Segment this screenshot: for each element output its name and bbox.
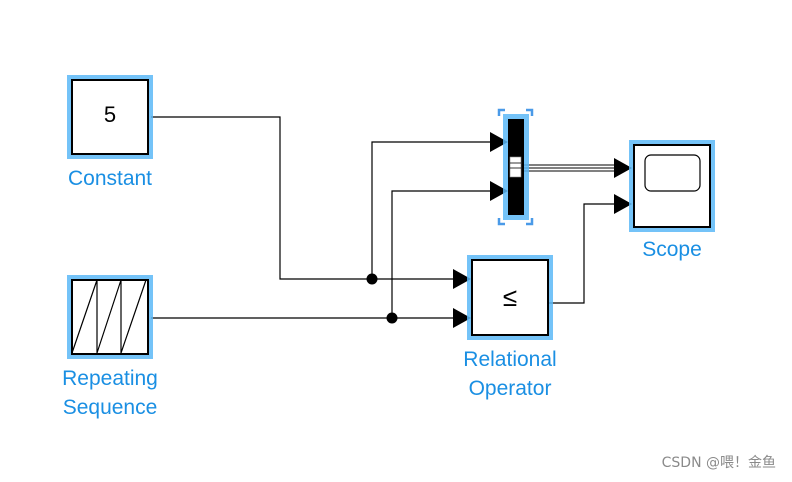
constant-value: 5 (104, 102, 116, 127)
input-port-arrow (614, 194, 632, 214)
block-body (71, 79, 149, 155)
wire-branch-to-mux-in1[interactable] (371, 141, 492, 279)
block-label-relational-operator-line1[interactable]: Relational (463, 348, 556, 371)
wires (151, 116, 632, 328)
block-label-repeating-sequence-line1[interactable]: Repeating (62, 367, 158, 390)
scope-screen-icon (644, 154, 701, 192)
wire-constant-to-relational[interactable] (151, 116, 458, 280)
branch-junction-dot (366, 273, 378, 285)
input-port-arrow (453, 308, 471, 328)
wire-mux-to-scope-bus[interactable] (524, 164, 618, 172)
wire-branch-to-mux-in2[interactable] (391, 190, 492, 318)
block-constant[interactable]: 5 Constant (67, 75, 153, 190)
input-port-arrow (490, 181, 508, 201)
sawtooth-icon (71, 279, 147, 354)
input-port-arrow (453, 269, 471, 289)
block-repeating-sequence[interactable]: Repeating Sequence (62, 275, 158, 419)
mux-bus-indicator (509, 156, 522, 178)
input-port-arrow (614, 158, 632, 178)
wire-relational-to-scope[interactable] (549, 203, 618, 304)
watermark: CSDN @喂！金鱼 (661, 455, 776, 471)
block-label-repeating-sequence-line2[interactable]: Sequence (63, 396, 158, 419)
selection-corner-brackets (497, 108, 534, 226)
block-mux[interactable] (497, 108, 534, 226)
block-body (71, 279, 149, 355)
block-label-scope[interactable]: Scope (642, 238, 702, 261)
block-body (471, 259, 549, 336)
block-scope[interactable]: Scope (629, 140, 715, 261)
less-equal-icon: ≤ (503, 282, 517, 312)
block-label-relational-operator-line2[interactable]: Operator (469, 377, 552, 400)
input-port-arrow (490, 132, 508, 152)
branch-junction-dot (386, 312, 398, 324)
block-relational-operator[interactable]: ≤ Relational Operator (463, 255, 557, 400)
block-label-constant[interactable]: Constant (68, 167, 152, 190)
